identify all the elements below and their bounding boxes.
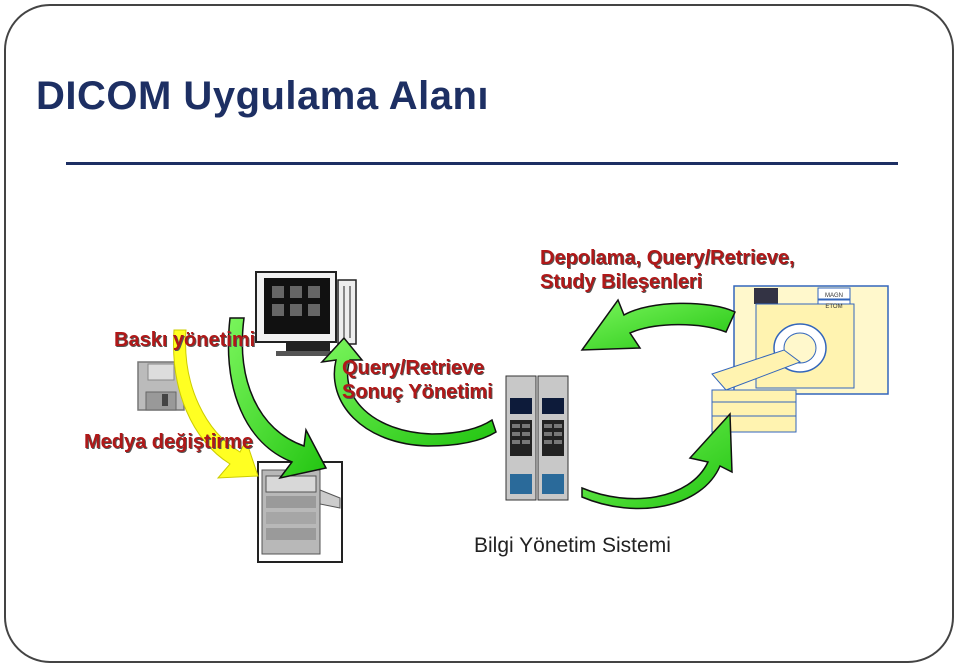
title-underline	[66, 162, 898, 165]
arrow-monitor-to-printer	[227, 317, 328, 480]
arrow-media-exchange-yellow	[173, 329, 259, 479]
mri-sign-bottom: ETOM	[825, 304, 842, 310]
query-retrieve-label-line1: Query/Retrieve	[342, 357, 485, 379]
print-management-label: Baskı yönetimi	[114, 329, 256, 351]
information-system-label: Bilgi Yönetim Sistemi	[474, 534, 671, 557]
arrow-query-loop	[320, 336, 497, 447]
server-rack-icon	[505, 375, 569, 501]
query-retrieve-label-line2: Sonuç Yönetimi	[342, 381, 493, 403]
media-exchange-label: Medya değiştirme	[84, 431, 253, 453]
storage-label-line2: Study Bileşenleri	[540, 271, 703, 293]
arrow-mri-to-storage	[580, 298, 736, 351]
arrow-server-to-mri	[581, 412, 733, 510]
mri-scanner-icon	[711, 285, 889, 433]
printer-icon	[257, 461, 343, 563]
slide-title: DICOM Uygulama Alanı	[36, 74, 490, 118]
slide-frame	[4, 4, 954, 663]
workstation-monitor-icon	[255, 271, 357, 356]
mri-sign-top: MAGN	[825, 293, 843, 299]
storage-label-line1: Depolama, Query/Retrieve,	[540, 247, 795, 269]
floppy-disk-icon	[137, 361, 185, 411]
